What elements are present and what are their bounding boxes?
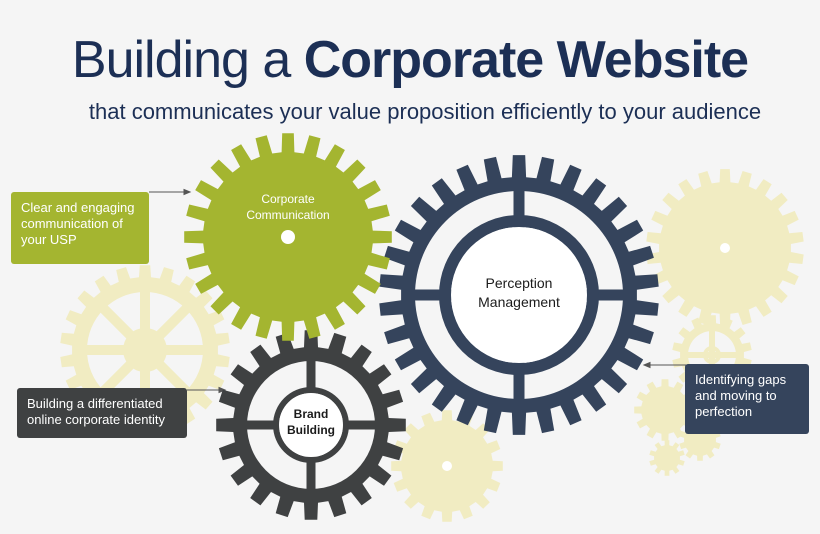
arrowhead-identity	[218, 386, 227, 394]
decor-gear-right-hole	[720, 243, 730, 253]
arrowhead-usp	[183, 188, 192, 196]
gear-label-perception-line2: Management	[478, 294, 560, 310]
gear-corporate-communication-hole	[281, 230, 295, 244]
page-subtitle: that communicates your value proposition…	[88, 99, 762, 124]
gear-perception-management	[379, 155, 659, 435]
connector-arrows	[149, 188, 686, 394]
decor-gear-left-spoke-diagonal	[99, 304, 191, 396]
gear-brand-building-center	[279, 393, 343, 457]
gear-brand-building	[216, 330, 406, 520]
decor-gear-bottom-center-hole	[442, 461, 452, 471]
gear-label-corporate-line1: Corporate	[261, 192, 315, 206]
callout-gaps: Identifying gaps and moving to perfectio…	[685, 364, 809, 434]
gear-brand-building-rim	[216, 330, 406, 520]
gear-label-brand-line1: Brand	[294, 407, 329, 421]
gear-perception-management-center	[451, 227, 587, 363]
decor-gear-small-a	[634, 379, 696, 441]
callout-identity: Building a differentiated online corpora…	[17, 388, 187, 438]
page-title: Building a Corporate Website	[0, 30, 820, 90]
callout-usp: Clear and engaging communication of your…	[11, 192, 149, 264]
gear-label-brand-line2: Building	[287, 423, 335, 437]
arrowhead-gaps	[642, 361, 651, 369]
gear-label-perception-line1: Perception	[486, 275, 553, 291]
title-light: Building a	[71, 31, 291, 89]
title-bold: Corporate Website	[303, 31, 749, 89]
gear-label-corporate-line2: Communication	[246, 208, 329, 222]
decor-gear-right-small-hub	[703, 346, 721, 364]
decor-gear-right-small-spoke-horizontal	[686, 352, 738, 358]
decor-gear-small-c	[649, 440, 685, 476]
